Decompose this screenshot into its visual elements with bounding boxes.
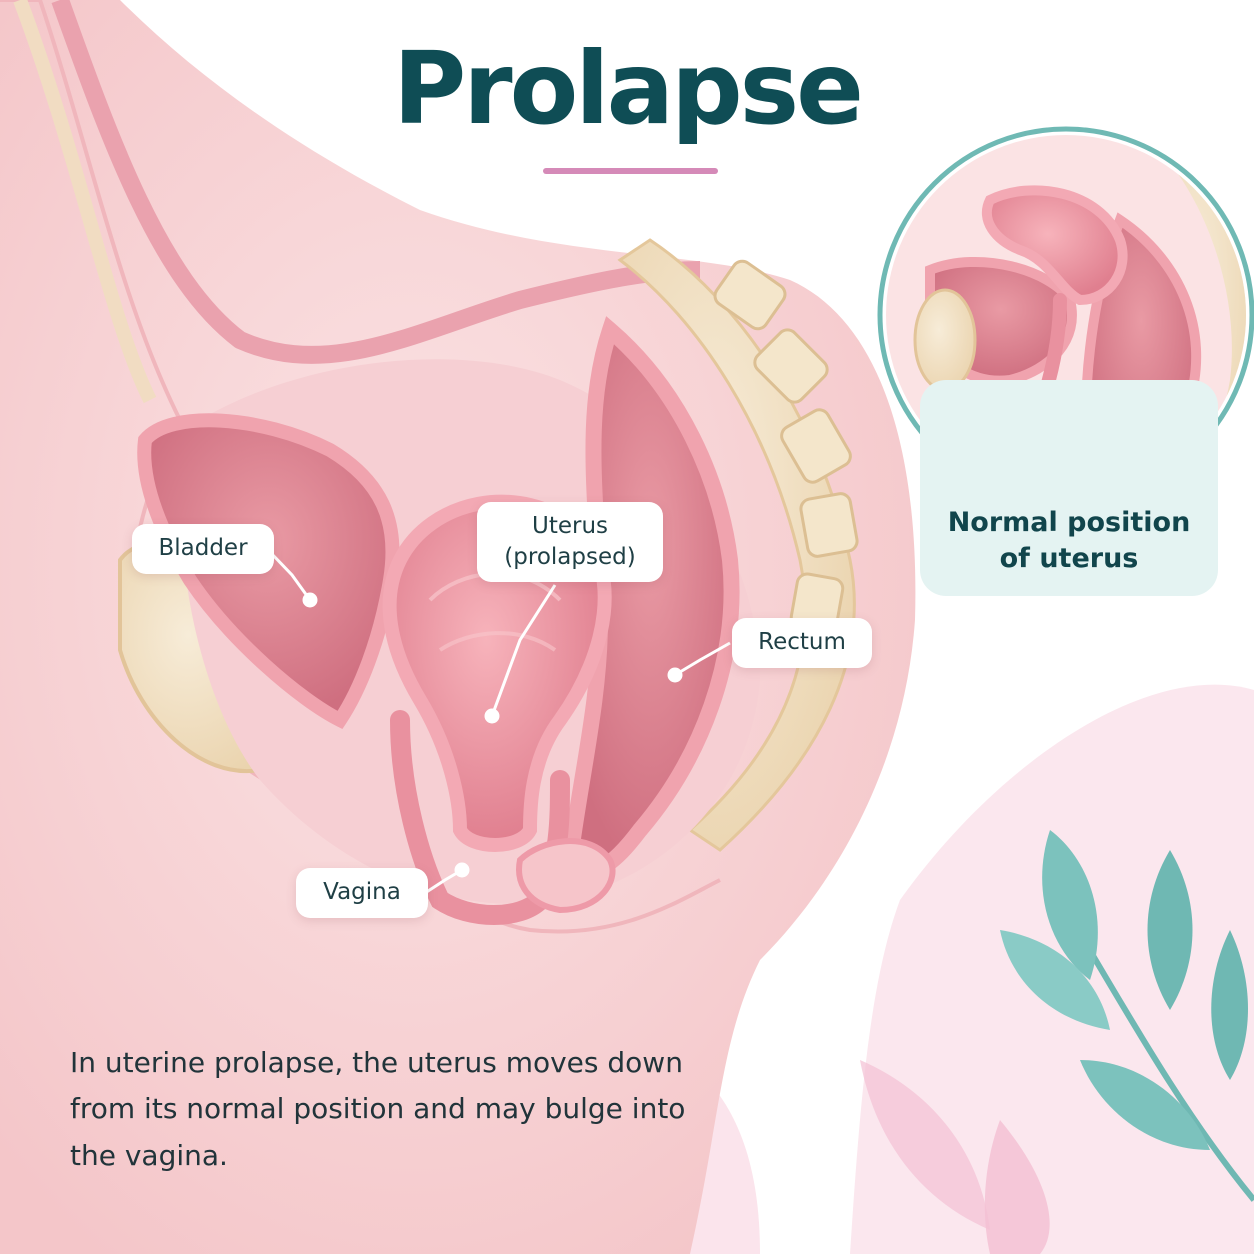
title-underline <box>543 168 718 174</box>
label-vagina-text: Vagina <box>323 879 401 906</box>
label-bladder: Bladder <box>132 524 274 574</box>
label-uterus-line2: (prolapsed) <box>504 544 636 570</box>
inset-caption-line2: of uterus <box>999 542 1139 574</box>
label-uterus: Uterus (prolapsed) <box>477 502 663 582</box>
label-connectors <box>268 550 731 895</box>
description-text: In uterine prolapse, the uterus moves do… <box>70 1046 686 1172</box>
leaf-icon <box>860 830 1254 1254</box>
inset-caption: Normal position of uterus <box>930 505 1208 577</box>
inset-caption-line1: Normal position <box>947 507 1191 538</box>
label-rectum-text: Rectum <box>758 629 846 656</box>
label-bladder-text: Bladder <box>158 535 248 562</box>
inset-caption-card <box>920 380 1218 596</box>
label-rectum: Rectum <box>732 618 872 668</box>
spine <box>617 238 859 852</box>
page-title: Prolapse <box>393 30 864 147</box>
label-vagina: Vagina <box>296 868 428 918</box>
label-uterus-line1: Uterus <box>531 512 609 539</box>
vagina <box>390 710 616 925</box>
